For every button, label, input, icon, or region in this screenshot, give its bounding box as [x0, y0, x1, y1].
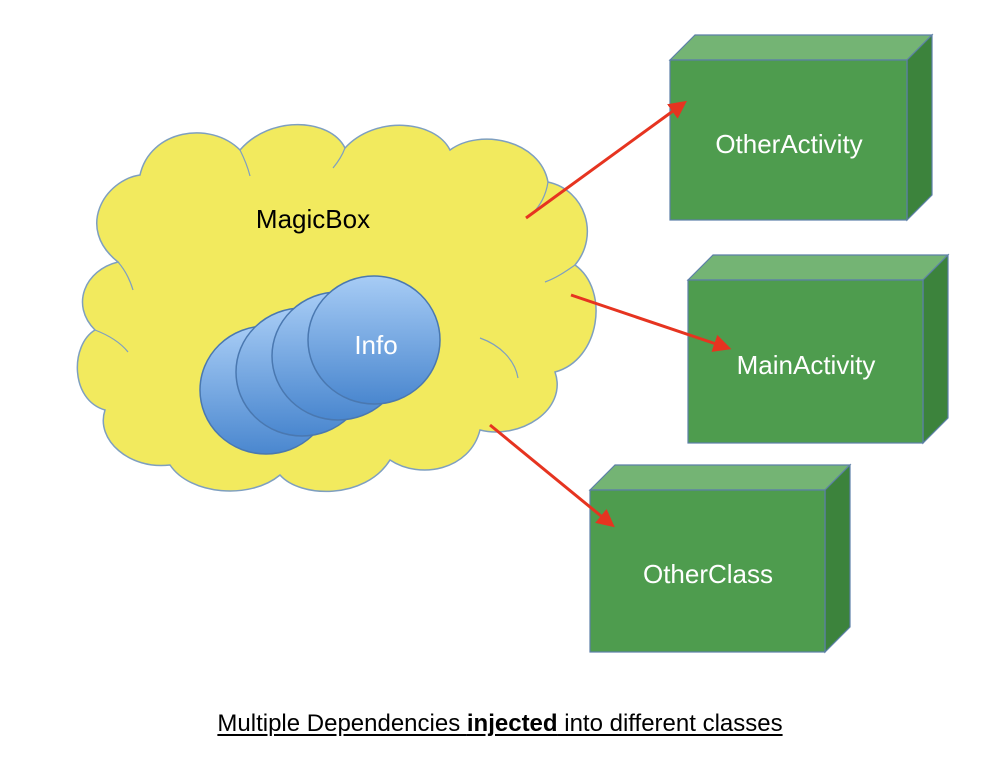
info-circle-stack: Info [199, 275, 441, 455]
injection-arrows [489, 100, 732, 528]
arrow-to-other-class [489, 423, 615, 528]
box-main-activity: MainActivity [686, 253, 950, 445]
box-label-other-class: OtherClass [643, 559, 773, 589]
box-label-main-activity: MainActivity [737, 350, 876, 380]
box-top-face [668, 34, 934, 61]
info-label: Info [354, 330, 397, 360]
box-front-face [669, 59, 908, 221]
box-top-face [588, 464, 852, 491]
caption-text-bold: injected [466, 710, 558, 737]
caption-text-after: into different classes [557, 710, 783, 737]
arrow-to-main-activity [570, 293, 732, 352]
box-front-face [589, 489, 826, 653]
box-other-class: OtherClass [588, 463, 852, 654]
info-circle-4 [307, 275, 441, 405]
cloud-label: MagicBox [256, 204, 370, 234]
box-other-activity: OtherActivity [668, 33, 934, 222]
caption-text-before: Multiple Dependencies [217, 710, 467, 737]
arrow-to-other-activity [525, 100, 687, 220]
box-side-face [906, 33, 933, 222]
box-top-face [686, 254, 950, 281]
box-side-face [922, 253, 949, 445]
box-front-face [687, 279, 924, 444]
box-label-other-activity: OtherActivity [715, 129, 862, 159]
box-side-face [824, 463, 851, 654]
diagram-caption: Multiple Dependencies injected into diff… [0, 710, 1000, 738]
